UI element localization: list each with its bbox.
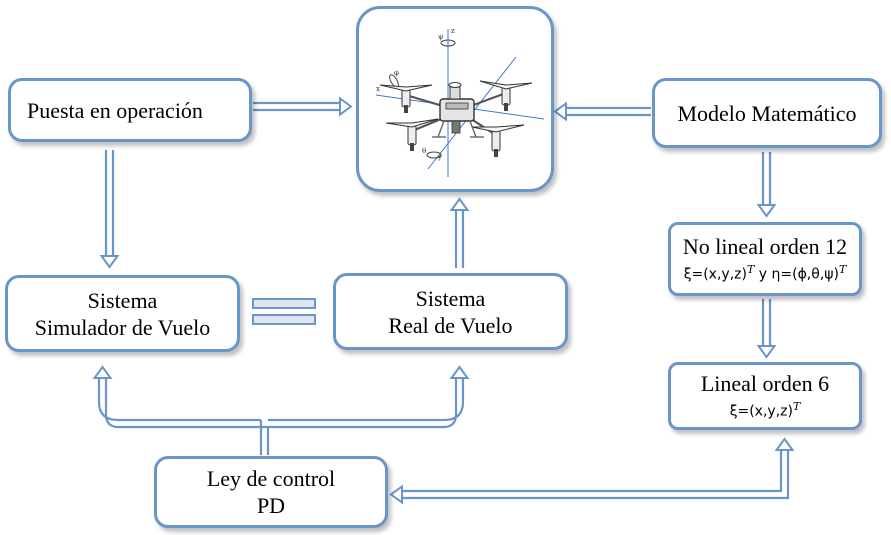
- ley-de-control-box: Ley de control PD: [154, 456, 388, 528]
- lineal-eq-xi: ξ=(x,y,z): [729, 403, 793, 420]
- lineal-label: Lineal orden 6: [700, 371, 830, 397]
- real-line1: Sistema: [415, 285, 486, 311]
- arrow-modelo-to-nolineal: [757, 152, 776, 217]
- simulador-line1: Sistema: [87, 287, 158, 313]
- nolineal-label: No lineal orden 12: [682, 234, 848, 260]
- arrow-real-to-drone: [450, 198, 469, 268]
- arrow-modelo-to-drone: [554, 102, 651, 121]
- equivalence-sign: [252, 298, 316, 325]
- nolineal-eq-xi: ξ=(x,y,z): [683, 266, 747, 283]
- real-line2: Real de Vuelo: [388, 312, 513, 338]
- axis-label-x: x: [376, 85, 380, 93]
- nolineal-equation: ξ=(x,y,z)T y η=(ϕ,θ,ψ)T: [684, 260, 847, 285]
- quadcopter-body: [379, 80, 533, 157]
- arrow-ley-to-simulador-and-real: [93, 366, 469, 455]
- puesta-label: Puesta en operación: [27, 97, 203, 123]
- arrow-nolineal-to-lineal: [757, 299, 776, 358]
- axis-label-phi: φ: [394, 69, 399, 77]
- nolineal-sup-t2: T: [838, 263, 847, 277]
- modelo-label: Modelo Matemático: [677, 100, 857, 126]
- quadcopter-figure-box: z ψ x φ y θ: [356, 6, 554, 192]
- sistema-simulador-box: Sistema Simulador de Vuelo: [5, 275, 240, 352]
- ley-line1: Ley de control: [206, 466, 336, 491]
- nolineal-eq-eta: y η=(ϕ,θ,ψ): [754, 266, 839, 283]
- simulador-line2: Simulador de Vuelo: [34, 314, 211, 340]
- axis-label-z: z: [451, 27, 455, 35]
- quadcopter-icon: z ψ x φ y θ: [375, 27, 544, 177]
- lineal-orden-6-box: Lineal orden 6 ξ=(x,y,z)T: [668, 362, 862, 430]
- sistema-real-box: Sistema Real de Vuelo: [333, 273, 568, 350]
- axis-label-psi: ψ: [438, 33, 444, 41]
- no-lineal-orden-12-box: No lineal orden 12 ξ=(x,y,z)T y η=(ϕ,θ,ψ…: [668, 222, 862, 296]
- arrow-puesta-to-drone: [253, 97, 352, 116]
- lineal-equation: ξ=(x,y,z)T: [730, 397, 801, 422]
- modelo-matematico-box: Modelo Matemático: [652, 78, 882, 148]
- puesta-en-operacion-box: Puesta en operación: [8, 78, 252, 142]
- axis-label-y: y: [437, 153, 442, 161]
- lineal-sup-t: T: [792, 400, 801, 414]
- ley-line2: PD: [256, 493, 286, 518]
- arrow-puesta-to-simulador: [100, 150, 119, 268]
- axis-label-theta: θ: [422, 147, 426, 155]
- nolineal-sup-t1: T: [746, 263, 755, 277]
- arrow-lineal-ley-link: [390, 438, 794, 504]
